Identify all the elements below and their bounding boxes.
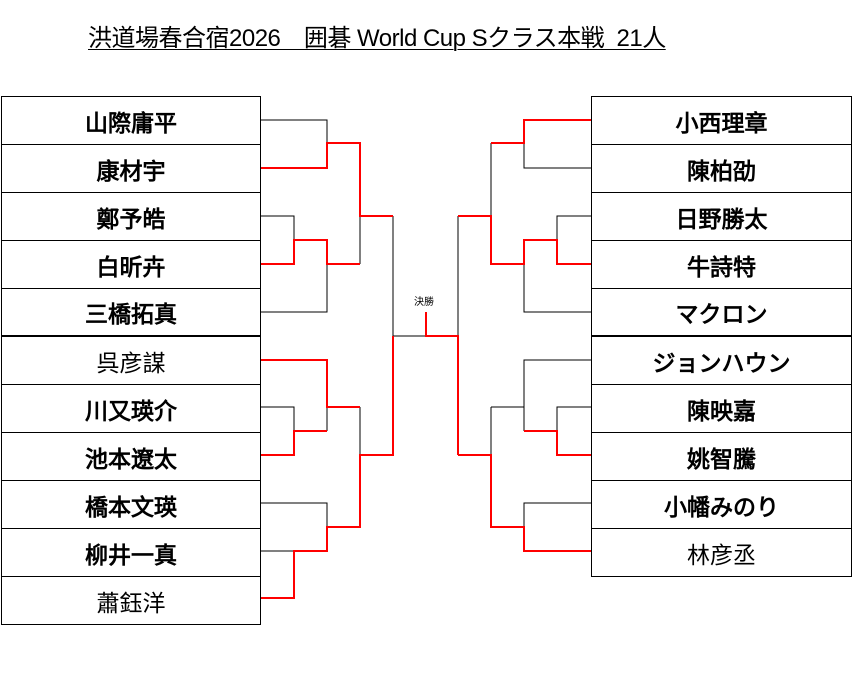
player-slot: ジョンハウン <box>592 337 851 385</box>
player-slot: 陳柏劭 <box>592 145 851 193</box>
player-slot: 呉彦謀 <box>2 337 260 385</box>
player-slot: 池本遼太 <box>2 433 260 481</box>
player-slot: 小西理章 <box>592 97 851 145</box>
player-slot: マクロン <box>592 289 851 337</box>
page-title: 洪道場春合宿2026 囲碁 World Cup Sクラス本戦 21人 <box>88 25 666 52</box>
player-slot: 牛詩特 <box>592 241 851 289</box>
player-slot: 陳映嘉 <box>592 385 851 433</box>
left-bracket-players: 山際庸平 康材宇 鄭予皓 白昕卉 三橋拓真 呉彦謀 川又瑛介 池本遼太 橋本文瑛… <box>1 96 261 625</box>
player-slot: 山際庸平 <box>2 97 260 145</box>
player-slot: 林彦丞 <box>687 543 756 569</box>
bracket-lines-black <box>261 119 591 552</box>
right-bracket-players: 小西理章 陳柏劭 日野勝太 牛詩特 マクロン ジョンハウン 陳映嘉 姚智騰 小幡… <box>591 96 852 577</box>
player-slot: 橋本文瑛 <box>2 481 260 529</box>
player-slot: 川又瑛介 <box>2 385 260 433</box>
player-slot: 鄭予皓 <box>2 193 260 241</box>
player-slot: 白昕卉 <box>2 241 260 289</box>
bracket-lines-winners <box>261 119 591 599</box>
player-slot: 柳井一真 <box>2 529 260 577</box>
player-slot: 蕭鈺洋 <box>96 591 166 617</box>
final-label: 決勝 <box>414 297 434 308</box>
player-slot: 姚智騰 <box>592 433 851 481</box>
player-slot: 三橋拓真 <box>2 289 260 337</box>
player-slot: 小幡みのり <box>592 481 851 529</box>
player-slot: 日野勝太 <box>592 193 851 241</box>
player-slot: 康材宇 <box>2 145 260 193</box>
